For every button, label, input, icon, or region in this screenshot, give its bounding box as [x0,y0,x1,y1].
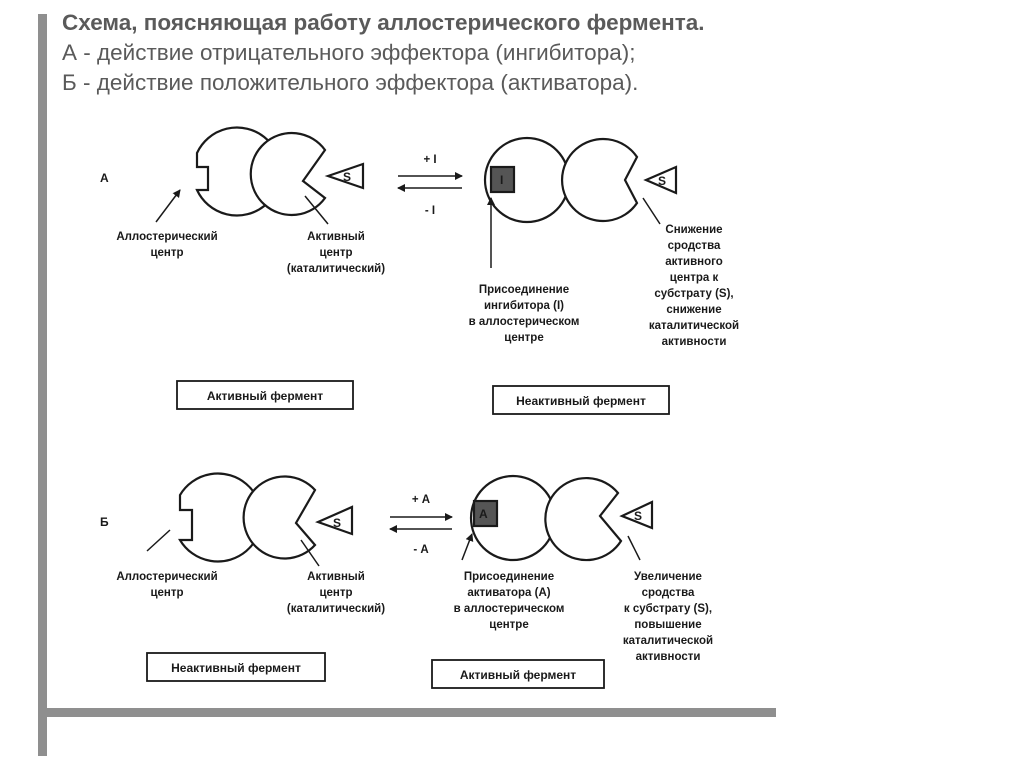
svg-text:ингибитора (I): ингибитора (I) [484,300,564,312]
svg-text:Присоединение: Присоединение [464,571,554,583]
svg-text:+ I: + I [423,154,436,166]
substrate-shape [643,165,678,195]
panel-a-box-right: Неактивный фермент [492,385,670,415]
title-line-1: Схема, поясняющая работу аллостерическог… [62,10,705,35]
substrate-label-right: S [634,509,642,523]
svg-text:центре: центре [489,619,528,631]
panel-b-enzyme-inactive-left [178,472,354,563]
svg-text:активности: активности [662,336,727,348]
panel-b-enzyme-activated-right [469,474,654,562]
panel-a-letter: А [100,171,109,185]
svg-text:каталитической: каталитической [649,320,739,332]
panel-a: А S Аллостерический центр Активный центр… [100,126,739,415]
panel-b: Б S Аллостерический центр Активный центр… [100,472,713,689]
svg-text:- I: - I [425,205,435,217]
panel-b-label-active: Активный центр (каталитический) [287,571,385,615]
svg-text:(каталитический): (каталитический) [287,603,385,615]
panel-b-label-binding: Присоединение активатора (А) в аллостери… [454,571,565,631]
inhibitor-block [489,165,516,194]
svg-text:+ А: + А [412,494,430,506]
catalytic-subunit-shape [242,475,317,560]
panel-b-label-allosteric: Аллостерический центр [116,571,217,599]
catalytic-subunit-shape [544,476,623,562]
svg-text:Активный: Активный [307,231,365,243]
svg-text:Аллостерический: Аллостерический [116,571,217,583]
title-line-2: А - действие отрицательного эффектора (и… [62,40,636,65]
panel-a-label-effect: Снижение сродства активного центра к суб… [649,224,739,348]
svg-text:центра к: центра к [670,272,719,284]
svg-text:активного: активного [665,256,723,268]
svg-text:центр: центр [319,247,352,259]
panel-a-label-allosteric: Аллостерический центр [116,231,217,259]
svg-text:Присоединение: Присоединение [479,284,569,296]
svg-text:субстрату (S),: субстрату (S), [654,288,733,300]
svg-text:сродства: сродства [668,240,721,252]
frame-horizontal-bar [38,708,776,717]
svg-text:в аллостерическом: в аллостерическом [454,603,565,615]
svg-text:Снижение: Снижение [665,224,722,236]
svg-text:в аллостерическом: в аллостерическом [469,316,580,328]
svg-text:Активный: Активный [307,571,365,583]
svg-text:к субстрату (S),: к субстрату (S), [624,603,712,615]
title-line-3: Б - действие положительного эффектора (а… [62,70,639,95]
svg-text:центр: центр [150,587,183,599]
svg-text:центр: центр [150,247,183,259]
svg-text:Аллостерический: Аллостерический [116,231,217,243]
svg-text:Увеличение: Увеличение [634,571,702,583]
svg-text:Активный фермент: Активный фермент [460,668,576,682]
svg-text:повышение: повышение [634,619,701,631]
panel-a-enzyme-inhibited-right [483,136,678,224]
svg-text:Неактивный фермент: Неактивный фермент [171,661,301,675]
substrate-label-right: S [658,174,666,188]
panel-a-enzyme-inactive-left [195,126,365,217]
svg-text:центр: центр [319,587,352,599]
substrate-shape [619,500,654,530]
frame-vertical-bar [38,14,47,756]
activator-label: А [479,507,488,521]
svg-text:активатора (А): активатора (А) [467,587,550,599]
svg-text:Неактивный фермент: Неактивный фермент [516,394,646,408]
activator-block [472,499,499,528]
slide-title: Схема, поясняющая работу аллостерическог… [62,8,1012,98]
svg-text:сродства: сродства [642,587,695,599]
svg-text:центре: центре [504,332,543,344]
substrate-label: S [343,170,351,184]
panel-a-label-active: Активный центр (каталитический) [287,231,385,275]
substrate-label: S [333,516,341,530]
svg-text:снижение: снижение [666,304,721,316]
svg-text:- А: - А [413,544,428,556]
svg-text:(каталитический): (каталитический) [287,263,385,275]
svg-text:активности: активности [636,651,701,663]
catalytic-subunit-shape [249,131,327,217]
svg-text:Активный фермент: Активный фермент [207,389,323,403]
panel-a-equilibrium-arrows: + I - I [397,154,463,217]
panel-b-label-effect: Увеличение сродства к субстрату (S), пов… [623,571,713,663]
catalytic-subunit-shape [560,137,639,223]
inhibitor-label: I [500,173,503,187]
panel-a-box-left: Активный фермент [176,380,354,410]
substrate-shape [324,162,365,190]
panel-a-label-binding: Присоединение ингибитора (I) в аллостери… [469,284,580,344]
panel-b-letter: Б [100,515,109,529]
svg-text:каталитической: каталитической [623,635,713,647]
substrate-shape [315,505,354,536]
panel-b-equilibrium-arrows: + А - А [389,494,453,556]
panel-b-box-right: Активный фермент [431,659,605,689]
panel-b-box-left: Неактивный фермент [146,652,326,682]
